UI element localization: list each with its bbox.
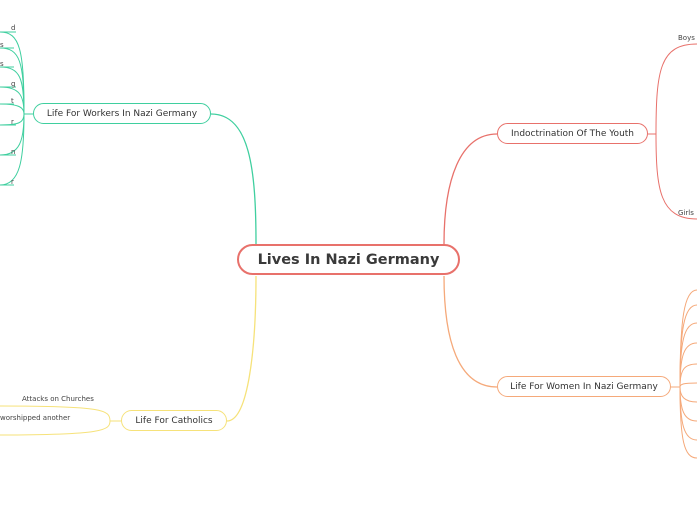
topic-catholics[interactable]: Life For Catholics [121, 410, 227, 431]
workers-subtopic[interactable]: n [11, 148, 16, 156]
central-topic-label: Lives In Nazi Germany [257, 251, 440, 268]
workers-subtopic[interactable]: g [11, 80, 16, 88]
workers-subtopic[interactable]: r [11, 118, 14, 126]
workers-subtopic[interactable]: d [11, 24, 16, 32]
connector-central-women [443, 275, 498, 388]
topic-women[interactable]: Life For Women In Nazi Germany [497, 376, 671, 397]
central-topic[interactable]: Lives In Nazi Germany [237, 244, 460, 275]
topic-women-label: Life For Women In Nazi Germany [510, 381, 658, 392]
youth-subtopic-boys[interactable]: Boys [678, 34, 695, 42]
catholics-subtopic-worship[interactable]: worshipped another [0, 414, 71, 422]
topic-youth-label: Indoctrination Of The Youth [510, 128, 635, 139]
connector-central-catholics [226, 275, 257, 422]
topic-workers[interactable]: Life For Workers In Nazi Germany [33, 103, 211, 124]
topic-workers-label: Life For Workers In Nazi Germany [46, 108, 198, 119]
youth-branches [648, 43, 697, 220]
connector-central-workers [210, 113, 257, 245]
youth-subtopic-girls[interactable]: Girls [678, 209, 694, 217]
workers-subtopic[interactable]: t [11, 97, 14, 105]
women-branches [671, 289, 697, 459]
workers-subtopic[interactable]: s [0, 41, 4, 49]
connector-central-youth [443, 133, 498, 245]
workers-subtopic[interactable]: s [0, 60, 4, 68]
workers-branches [0, 31, 33, 186]
topic-catholics-label: Life For Catholics [135, 415, 213, 426]
workers-subtopic[interactable]: r [11, 178, 14, 186]
topic-youth[interactable]: Indoctrination Of The Youth [497, 123, 648, 144]
catholics-branches [0, 405, 121, 436]
catholics-subtopic-attacks[interactable]: Attacks on Churches [22, 395, 94, 403]
